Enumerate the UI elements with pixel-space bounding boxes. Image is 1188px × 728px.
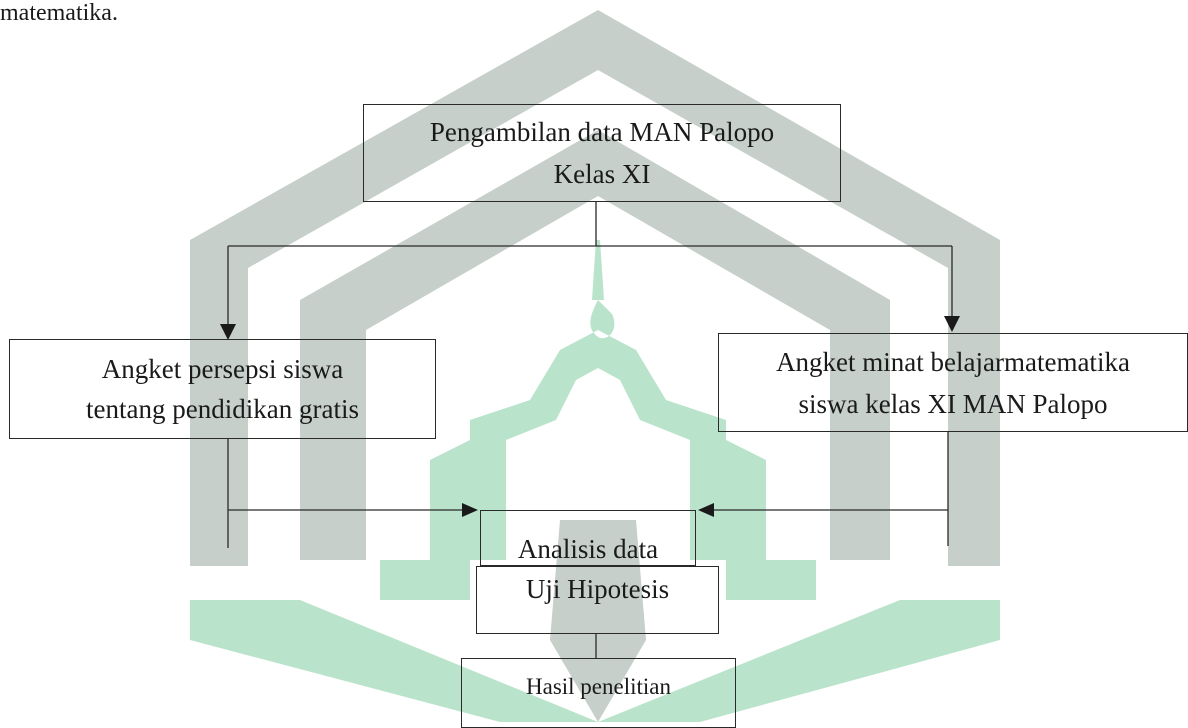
node-research-result-label: Hasil penelitian: [526, 674, 671, 699]
node-hypothesis-test-label: Uji Hipotesis: [525, 574, 670, 604]
watermark-chevron: [190, 600, 1000, 722]
node-perception-line2: tentang pendidikan gratis: [86, 394, 359, 424]
node-interest-questionnaire: Angket minat belajarmatematika siswa kel…: [718, 333, 1188, 432]
node-interest-line1: Angket minat belajarmatematika: [776, 346, 1130, 377]
arrowhead-left-box: [220, 324, 236, 340]
node-data-analysis-label: Analisis data: [517, 534, 659, 564]
arrowhead-analysis-right: [698, 503, 714, 517]
node-data-collection-line2: Kelas XI: [553, 159, 651, 189]
watermark-inner-band: [300, 130, 890, 560]
node-research-result: Hasil penelitian: [461, 658, 736, 728]
watermark-hexagon: [190, 10, 1000, 566]
node-data-collection: Pengambilan data MAN Palopo Kelas XI: [363, 104, 841, 202]
node-hypothesis-test: Uji Hipotesis: [476, 566, 719, 634]
node-data-collection-line1: Pengambilan data MAN Palopo: [429, 117, 775, 147]
node-perception-questionnaire: Angket persepsi siswa tentang pendidikan…: [9, 339, 436, 439]
watermark-wall-right: [726, 440, 816, 600]
intro-text-fragment: matematika.: [0, 0, 118, 26]
watermark-mosque: [470, 300, 726, 560]
watermark-pen-nib: [550, 520, 646, 722]
node-interest-line2: siswa kelas XI MAN Palopo: [798, 388, 1108, 419]
arrowhead-right-box: [944, 316, 960, 332]
watermark-wall-left: [380, 440, 470, 600]
node-perception-line1: Angket persepsi siswa: [101, 354, 344, 384]
arrowhead-analysis-left: [462, 503, 478, 517]
watermark-spire: [592, 240, 604, 300]
node-data-analysis: Analisis data: [480, 510, 696, 566]
